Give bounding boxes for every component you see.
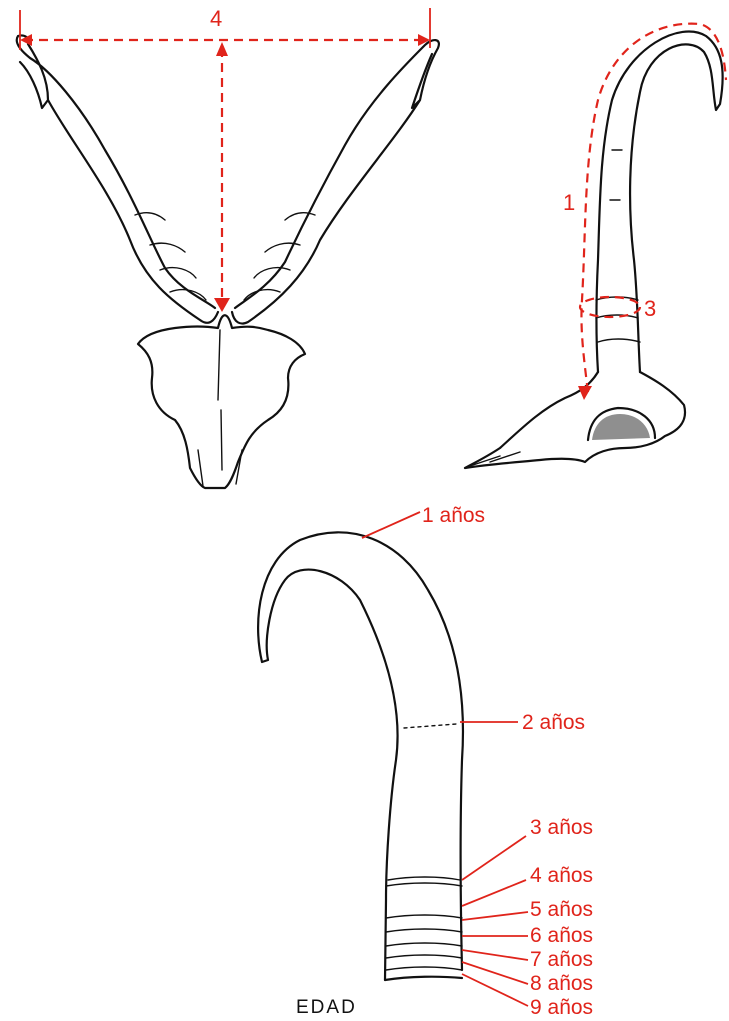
age-label-6: 6 años: [530, 924, 593, 947]
age-horn: [258, 532, 463, 980]
side-view-horn: [465, 32, 723, 468]
ring-4: [386, 883, 462, 886]
caption-edad: EDAD: [296, 997, 357, 1018]
right-horn: [232, 40, 439, 323]
age-label-9: 9 años: [530, 996, 593, 1019]
left-horn: [17, 35, 218, 322]
age-label-8: 8 años: [530, 972, 593, 995]
age-label-2: 2 años: [522, 711, 585, 734]
ring-2: [404, 724, 456, 728]
measurement-horn-length: 1: [563, 24, 726, 400]
right-horn-ridges: [244, 213, 315, 300]
basal-girth-label: 3: [644, 296, 656, 321]
ring-3: [388, 877, 460, 880]
age-label-1: 1 años: [422, 504, 485, 527]
ring-8: [386, 955, 462, 958]
skull-midline: [218, 330, 222, 470]
age-label-4: 4 años: [530, 864, 593, 887]
front-view-skull: [17, 35, 439, 488]
ring-9: [386, 967, 462, 970]
ring-5: [386, 915, 462, 918]
side-horn-outline: [597, 32, 723, 372]
tip-span-label: 4: [210, 6, 222, 31]
horn-length-label: 1: [563, 190, 575, 215]
age-label-5: 5 años: [530, 898, 593, 921]
measurement-basal-girth: 3: [580, 296, 656, 321]
ring-7: [386, 943, 462, 946]
age-label-3: 3 años: [530, 816, 593, 839]
age-label-7: 7 años: [530, 948, 593, 971]
side-skull: [465, 372, 685, 468]
measurement-tip-span: 4: [20, 6, 430, 312]
ring-6: [386, 929, 462, 932]
age-horn-outline: [258, 532, 463, 980]
